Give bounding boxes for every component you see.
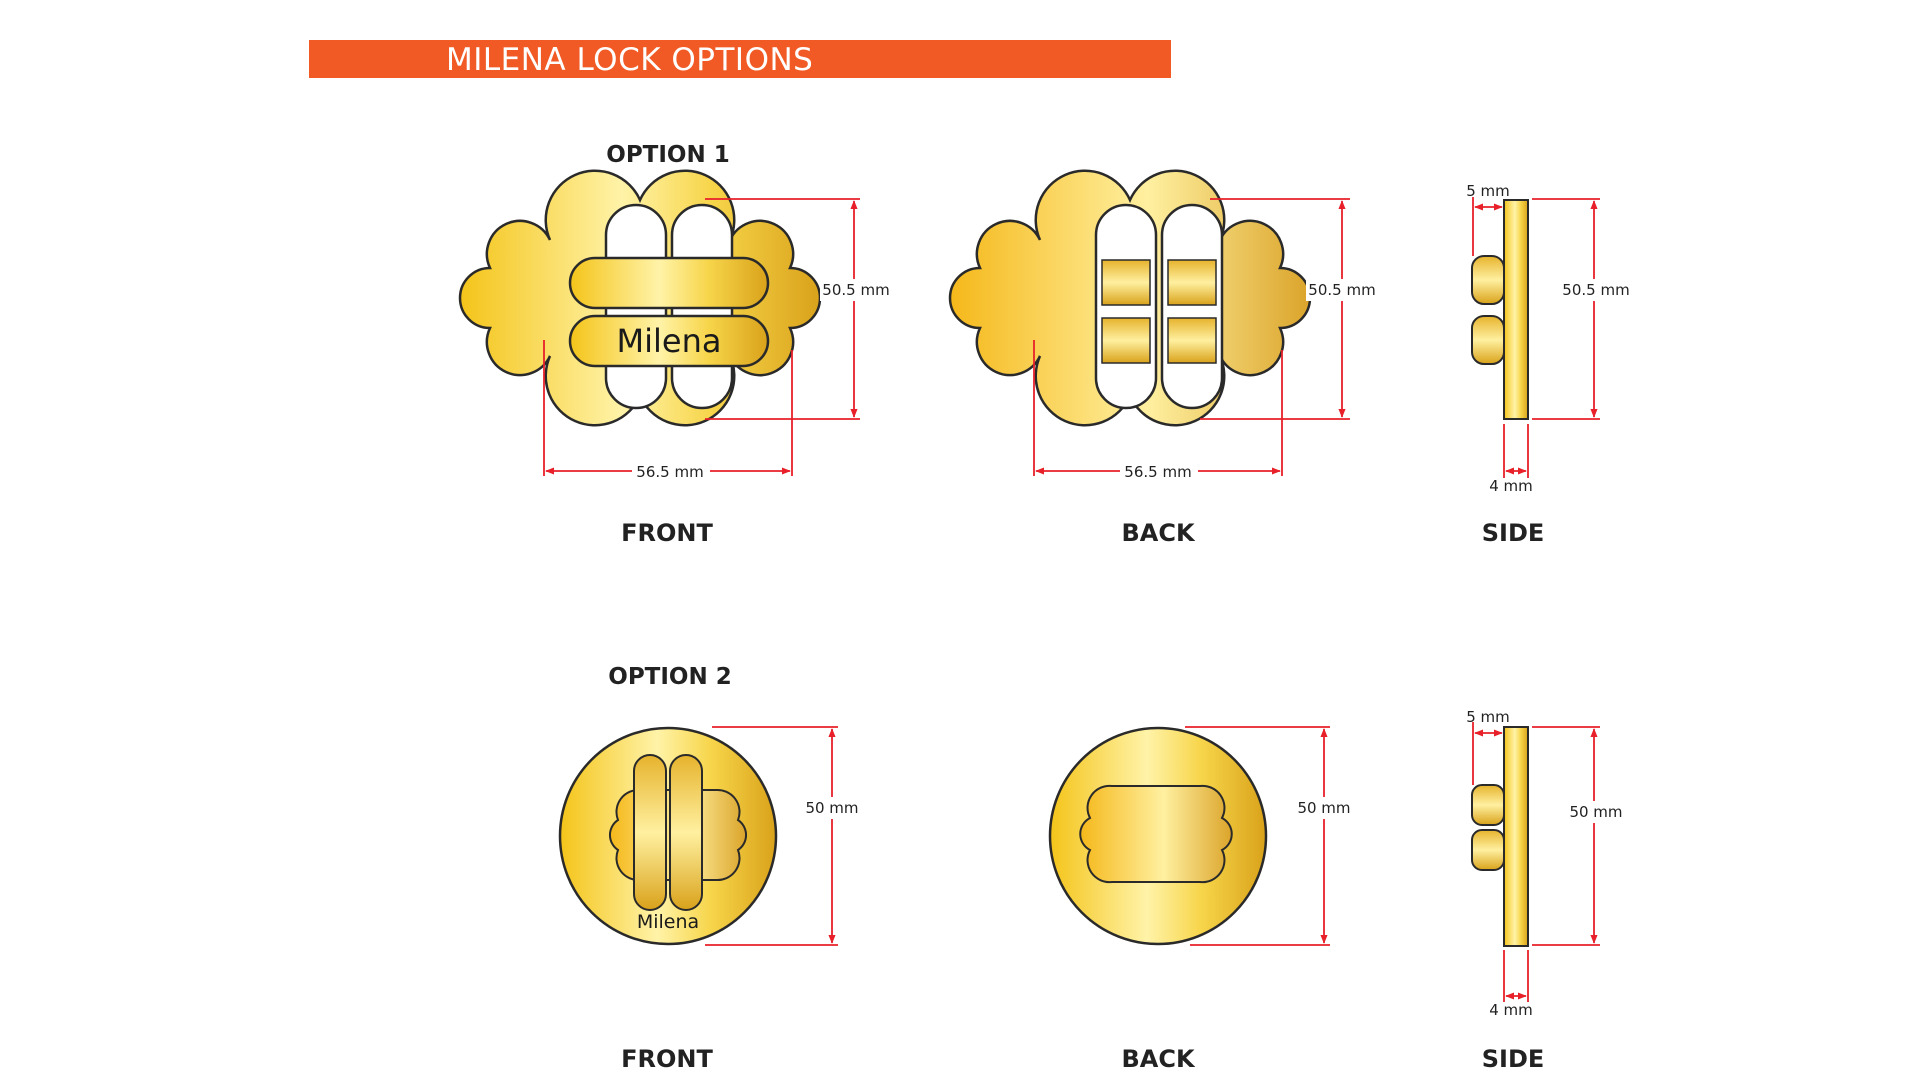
option1-back-lock [948, 169, 1312, 427]
option2-front-dimensions [705, 726, 838, 946]
option2-side-lock [1471, 726, 1529, 947]
page-title: MILENA LOCK OPTIONS [446, 42, 814, 78]
option1-side-label: SIDE [1481, 519, 1545, 547]
option2-side-depth: 5 mm [1466, 708, 1510, 726]
option1-front-lock: Milena [458, 169, 822, 427]
option2-side-thickness: 4 mm [1489, 1001, 1533, 1019]
option1-side-dimensions [1472, 197, 1600, 478]
option1-back-width: 56.5 mm [1124, 463, 1191, 481]
option2-front-lock: Milena [558, 726, 778, 946]
option1-front-label: FRONT [621, 519, 713, 547]
option1-front-logo: Milena [617, 322, 722, 360]
option2-heading: OPTION 2 [608, 664, 732, 690]
option1-back-label: BACK [1121, 519, 1195, 547]
option1-back-height: 50.5 mm [1308, 281, 1375, 299]
option1-front-height: 50.5 mm [822, 281, 889, 299]
option1-side-lock [1471, 199, 1529, 420]
option2-front-label: FRONT [621, 1045, 713, 1073]
option1-side-depth: 5 mm [1466, 182, 1510, 200]
title-banner: MILENA LOCK OPTIONS [309, 40, 1171, 78]
option1-front-width: 56.5 mm [636, 463, 703, 481]
option2-back-label: BACK [1121, 1045, 1195, 1073]
option1-side-thickness: 4 mm [1489, 477, 1533, 495]
option2-front-logo: Milena [637, 911, 699, 933]
option2-back-dimensions [1185, 726, 1330, 946]
option2-back-height: 50 mm [1297, 799, 1350, 817]
option1-heading: OPTION 1 [606, 142, 730, 168]
option2-front-height: 50 mm [805, 799, 858, 817]
option2-back-lock [1048, 726, 1268, 946]
option2-side-label: SIDE [1481, 1045, 1545, 1073]
option2-side-height: 50 mm [1569, 803, 1622, 821]
option2-side-dimensions [1472, 722, 1600, 1002]
option1-side-height: 50.5 mm [1562, 281, 1629, 299]
